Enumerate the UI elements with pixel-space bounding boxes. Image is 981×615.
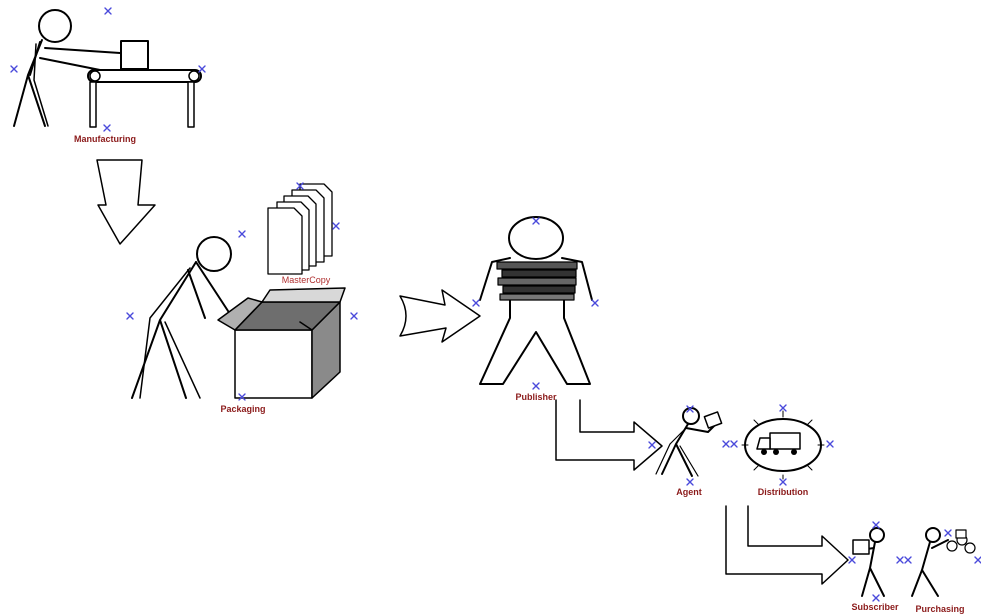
agent-label: Agent: [676, 487, 702, 497]
publisher-label: Publisher: [515, 392, 557, 402]
selection-handle-icon[interactable]: [872, 521, 880, 529]
distribution-label: Distribution: [757, 487, 809, 497]
selection-handle-icon[interactable]: [904, 556, 912, 564]
manufacturing-worker-icon[interactable]: [13, 9, 121, 127]
selection-handle-icon[interactable]: [591, 299, 599, 307]
subscriber-label: Subscriber: [851, 602, 899, 612]
selection-handle-icon[interactable]: [730, 440, 738, 448]
purchasing-person-icon[interactable]: [911, 527, 976, 597]
selection-handle-icon[interactable]: [974, 556, 981, 564]
selection-handle-icon[interactable]: [332, 222, 340, 230]
flow-arrow-icon: [96, 159, 156, 245]
selection-handle-icon[interactable]: [779, 404, 787, 412]
selection-handle-icon[interactable]: [532, 382, 540, 390]
selection-handle-icon[interactable]: [896, 556, 904, 564]
selection-handle-icon[interactable]: [648, 441, 656, 449]
selection-handle-icon[interactable]: [238, 230, 246, 238]
delivery-truck-icon[interactable]: [741, 410, 825, 480]
subscriber-person-icon[interactable]: [852, 527, 885, 597]
manufacturing-label: Manufacturing: [74, 134, 136, 144]
flow-arrow-icon: [725, 505, 849, 585]
packaging-worker-icon[interactable]: [131, 236, 232, 399]
selection-handle-icon[interactable]: [779, 478, 787, 486]
selection-handle-icon[interactable]: [872, 594, 880, 602]
selection-handle-icon[interactable]: [238, 393, 246, 401]
publisher-person-icon[interactable]: [479, 216, 593, 385]
packaging-label: Packaging: [220, 404, 266, 414]
master-copy-label: MasterCopy: [281, 275, 331, 285]
selection-handle-icon[interactable]: [944, 529, 952, 537]
selection-handle-icon[interactable]: [350, 312, 358, 320]
selection-handle-icon[interactable]: [848, 556, 856, 564]
flow-arrow-icon: [399, 289, 481, 343]
conveyor-icon[interactable]: [87, 40, 202, 128]
selection-handle-icon[interactable]: [103, 124, 111, 132]
selection-handle-icon[interactable]: [532, 217, 540, 225]
selection-handle-icon[interactable]: [826, 440, 834, 448]
selection-handle-icon[interactable]: [686, 405, 694, 413]
selection-handle-icon[interactable]: [686, 478, 694, 486]
flow-arrow-icon: [555, 399, 663, 471]
selection-handle-icon[interactable]: [296, 182, 304, 190]
selection-handle-icon[interactable]: [104, 7, 112, 15]
selection-handle-icon[interactable]: [722, 440, 730, 448]
selection-handle-icon[interactable]: [10, 65, 18, 73]
selection-handle-icon[interactable]: [126, 312, 134, 320]
stacked-documents-icon[interactable]: [267, 183, 333, 275]
running-agent-icon[interactable]: [655, 407, 723, 477]
selection-handle-icon[interactable]: [10, 7, 981, 602]
purchasing-label: Purchasing: [915, 604, 965, 614]
box-icon[interactable]: [217, 287, 346, 399]
selection-handle-icon[interactable]: [198, 65, 206, 73]
selection-handle-icon[interactable]: [472, 299, 480, 307]
